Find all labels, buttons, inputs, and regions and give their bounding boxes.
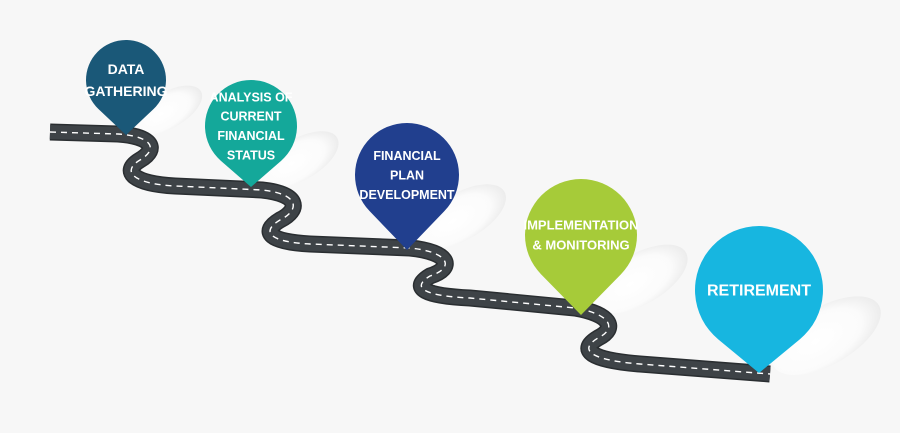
step-pin-4: IMPLEMENTATION & MONITORING [523,179,639,315]
step-label: DATA [108,61,145,77]
map-pin-icon [525,179,637,315]
step-label: IMPLEMENTATION [523,217,638,232]
pin-shadow [260,131,339,188]
step-pin-3: FINANCIAL PLAN DEVELOPMENT [355,123,460,250]
step-label: DEVELOPMENT [359,188,455,202]
step-pin-1: DATA GATHERING [85,40,168,136]
step-label: FINANCIAL [217,129,285,143]
pin-shadow [771,296,881,375]
step-label: RETIREMENT [707,283,811,300]
step-label: ANALYSIS OF [210,90,293,104]
step-label: FINANCIAL [373,149,441,163]
map-pin-icon [695,226,824,373]
pin-shadow [133,85,203,135]
pin-shadow [592,244,688,314]
map-pin-icon [205,80,298,187]
step-label: STATUS [227,148,275,162]
step-label: & MONITORING [532,238,629,253]
step-pin-2: ANALYSIS OF CURRENT FINANCIAL STATUS [205,80,298,187]
step-pin-5: RETIREMENT [695,226,824,373]
step-label: CURRENT [220,110,281,124]
pin-shadow [417,184,506,249]
map-pin-icon [355,123,460,250]
step-label: GATHERING [85,83,168,99]
step-label: PLAN [390,168,424,182]
road [49,123,771,383]
map-pin-icon [86,40,166,136]
